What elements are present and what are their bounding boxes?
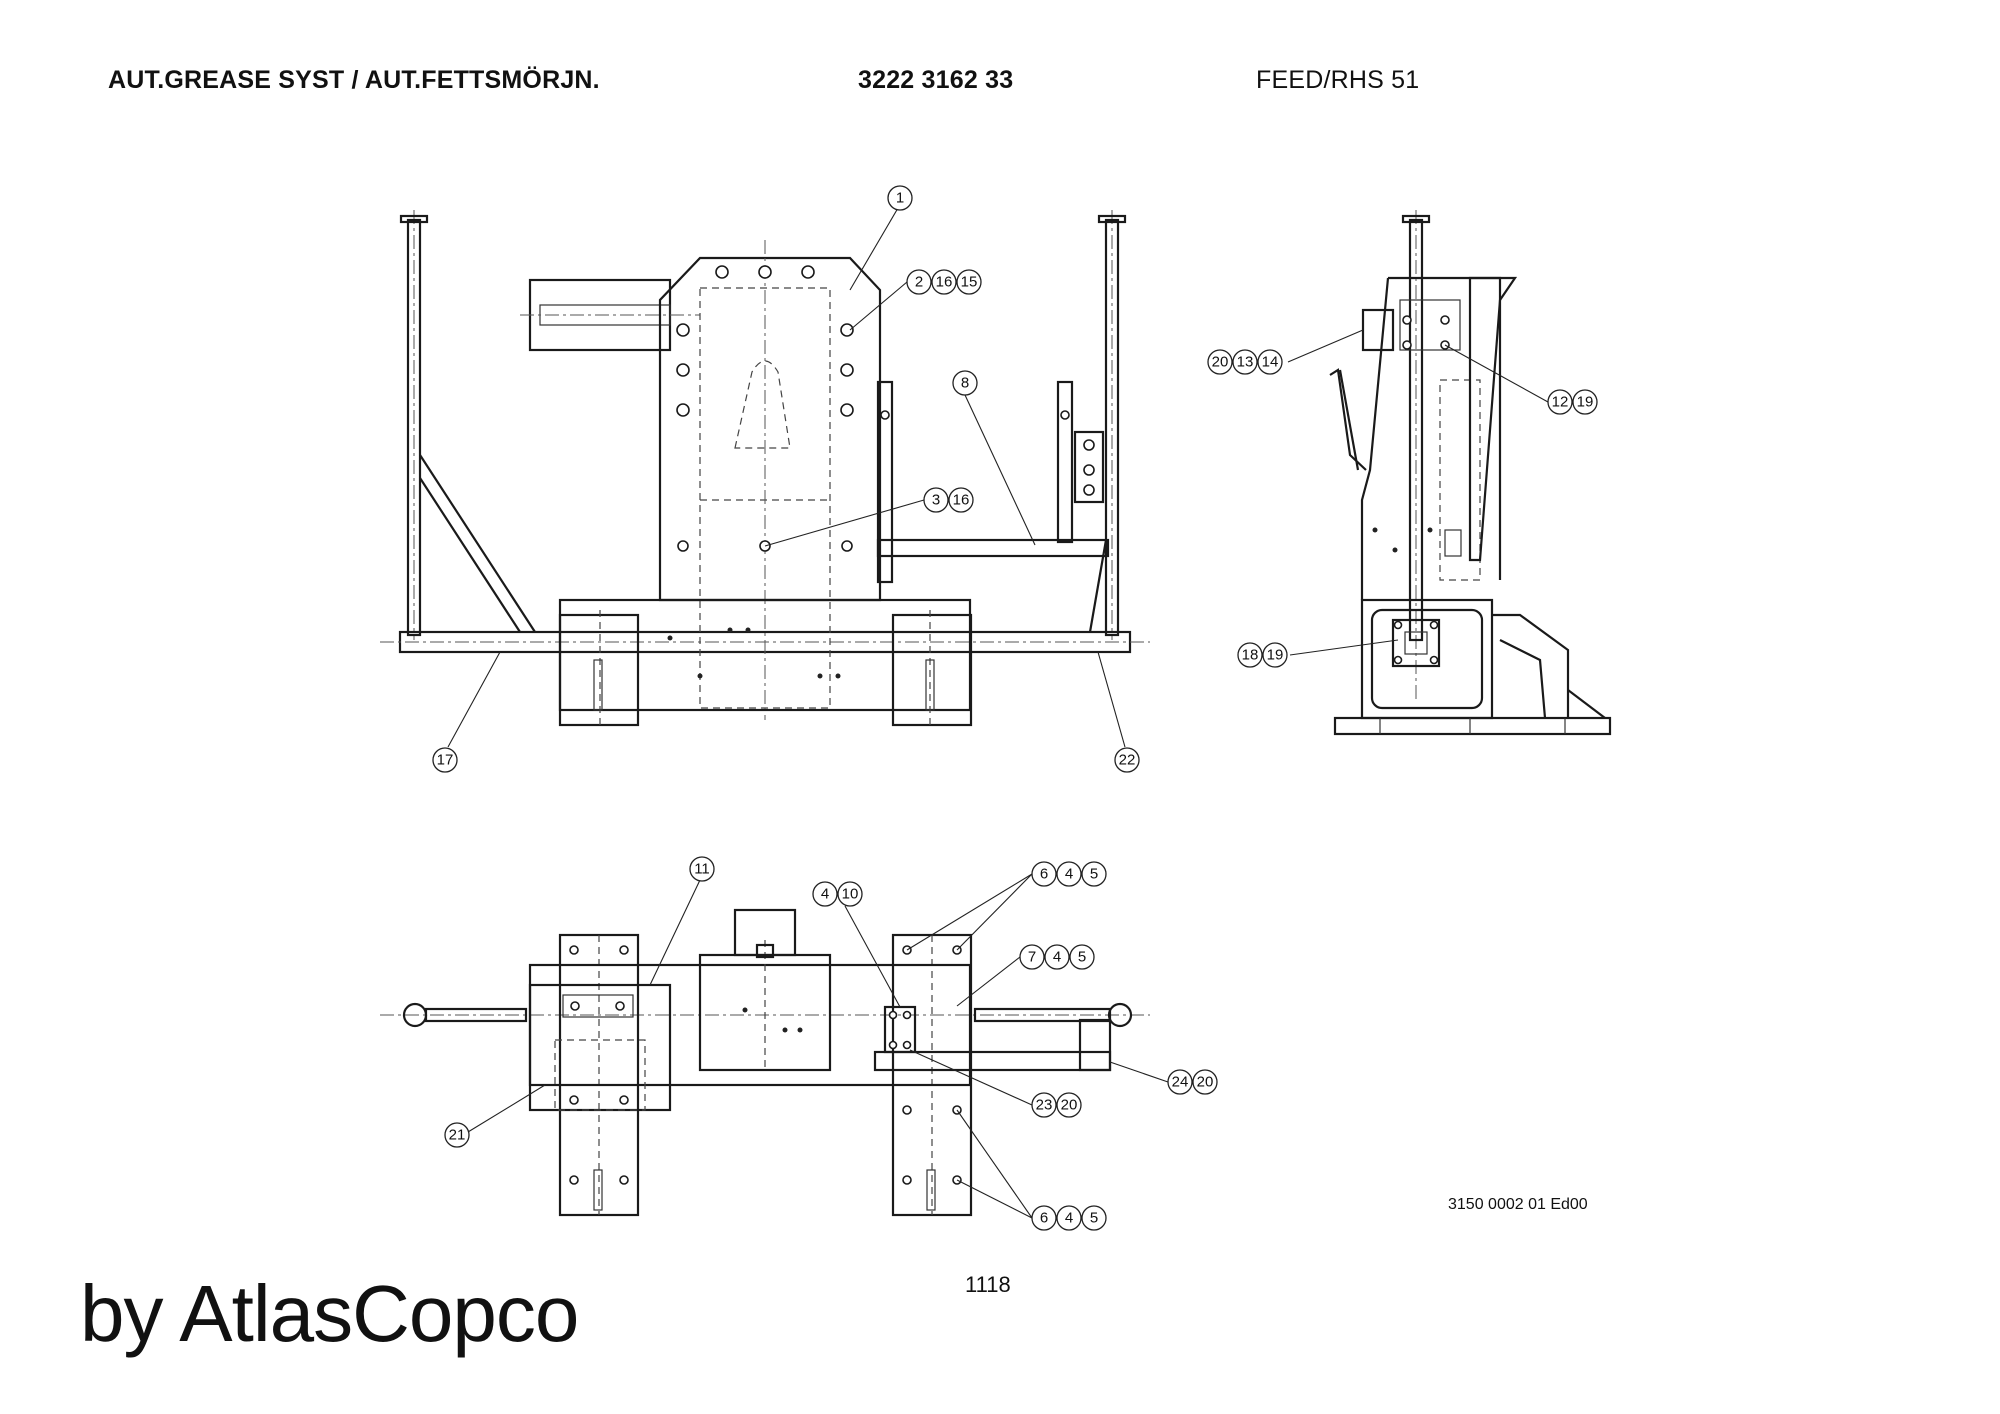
balloon-label: 15 bbox=[961, 274, 978, 291]
balloon-label: 8 bbox=[961, 375, 969, 392]
balloon-label: 7 bbox=[1028, 949, 1036, 966]
header-title: AUT.GREASE SYST / AUT.FETTSMÖRJN. bbox=[108, 66, 600, 94]
page-number: 1118 bbox=[965, 1272, 1011, 1297]
balloon-label: 1 bbox=[896, 190, 904, 207]
balloon-label: 2 bbox=[915, 274, 923, 291]
balloon-label: 22 bbox=[1119, 752, 1136, 769]
balloon-label: 4 bbox=[1053, 949, 1061, 966]
balloon-label: 4 bbox=[1065, 866, 1073, 883]
header-part-number: 3222 3162 33 bbox=[858, 66, 1014, 94]
balloon-label: 18 bbox=[1242, 647, 1259, 664]
balloon-label: 3 bbox=[932, 492, 940, 509]
balloon-label: 24 bbox=[1172, 1074, 1189, 1091]
balloon-label: 11 bbox=[694, 861, 710, 878]
balloon-label: 12 bbox=[1552, 394, 1569, 411]
balloon-label: 10 bbox=[842, 886, 859, 903]
brand-footer: by AtlasCopco bbox=[80, 1269, 579, 1358]
balloon-label: 16 bbox=[936, 274, 953, 291]
side-view bbox=[1329, 210, 1612, 736]
balloon-label: 6 bbox=[1040, 1210, 1048, 1227]
balloon-label: 19 bbox=[1267, 647, 1284, 664]
side-view-callouts: 20 13 14 12 19 18 19 bbox=[1207, 329, 1598, 668]
balloon-label: 17 bbox=[437, 752, 454, 769]
top-view-callouts: 11 4 10 6 4 5 7 4 5 24 20 23 20 21 6 4 5 bbox=[444, 856, 1218, 1231]
balloon-label: 20 bbox=[1061, 1097, 1078, 1114]
balloon-label: 5 bbox=[1090, 866, 1098, 883]
balloon-label: 13 bbox=[1237, 354, 1254, 371]
balloon-label: 5 bbox=[1090, 1210, 1098, 1227]
front-view-callouts: 1 2 16 15 8 3 16 17 22 bbox=[432, 185, 1140, 773]
front-view bbox=[380, 210, 1150, 727]
balloon-label: 19 bbox=[1577, 394, 1594, 411]
balloon-label: 4 bbox=[821, 886, 829, 903]
balloon-label: 20 bbox=[1197, 1074, 1214, 1091]
header-model: FEED/RHS 51 bbox=[1256, 66, 1420, 94]
balloon-label: 20 bbox=[1212, 354, 1229, 371]
balloon-label: 5 bbox=[1078, 949, 1086, 966]
balloon-label: 23 bbox=[1036, 1097, 1053, 1114]
balloon-label: 16 bbox=[953, 492, 970, 509]
balloon-label: 14 bbox=[1262, 354, 1279, 371]
balloon-label: 4 bbox=[1065, 1210, 1073, 1227]
balloon-label: 6 bbox=[1040, 866, 1048, 883]
balloon-label: 21 bbox=[449, 1127, 466, 1144]
drawing-reference: 3150 0002 01 Ed00 bbox=[1448, 1196, 1588, 1213]
